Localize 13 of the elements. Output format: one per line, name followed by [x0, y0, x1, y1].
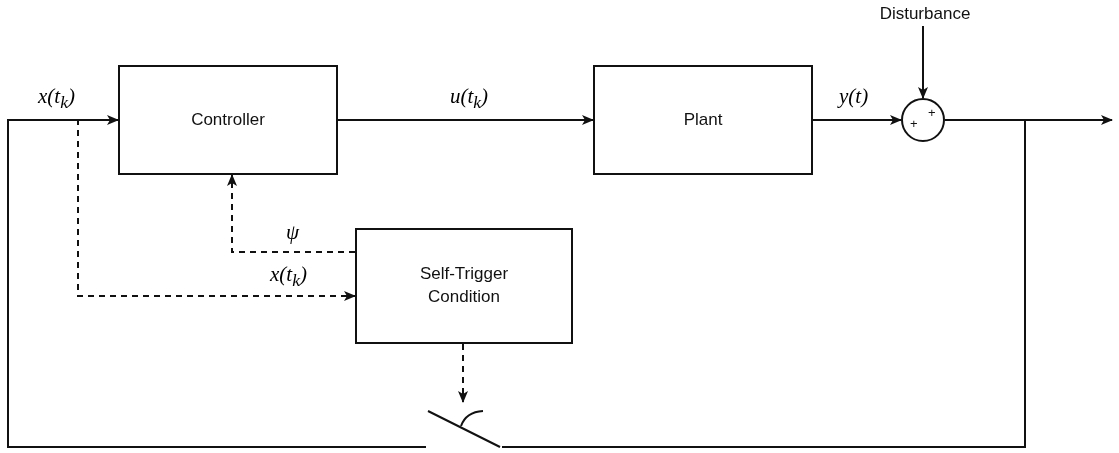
- disturbance-label: Disturbance: [879, 4, 971, 24]
- dashed-arrow: [458, 343, 468, 403]
- arrow: [812, 115, 902, 125]
- controller-box: Controller: [118, 65, 338, 175]
- dashed-arrow: [227, 174, 356, 253]
- plant-box: Plant: [593, 65, 813, 175]
- arrow: [337, 115, 594, 125]
- sign-label: +: [910, 117, 918, 130]
- edge-label: y(t): [837, 86, 871, 107]
- sign-label: +: [928, 106, 936, 119]
- trigger-condition-box: Self-Trigger Condition: [355, 228, 573, 344]
- arrow: [918, 25, 928, 99]
- summing-junction: [901, 98, 945, 142]
